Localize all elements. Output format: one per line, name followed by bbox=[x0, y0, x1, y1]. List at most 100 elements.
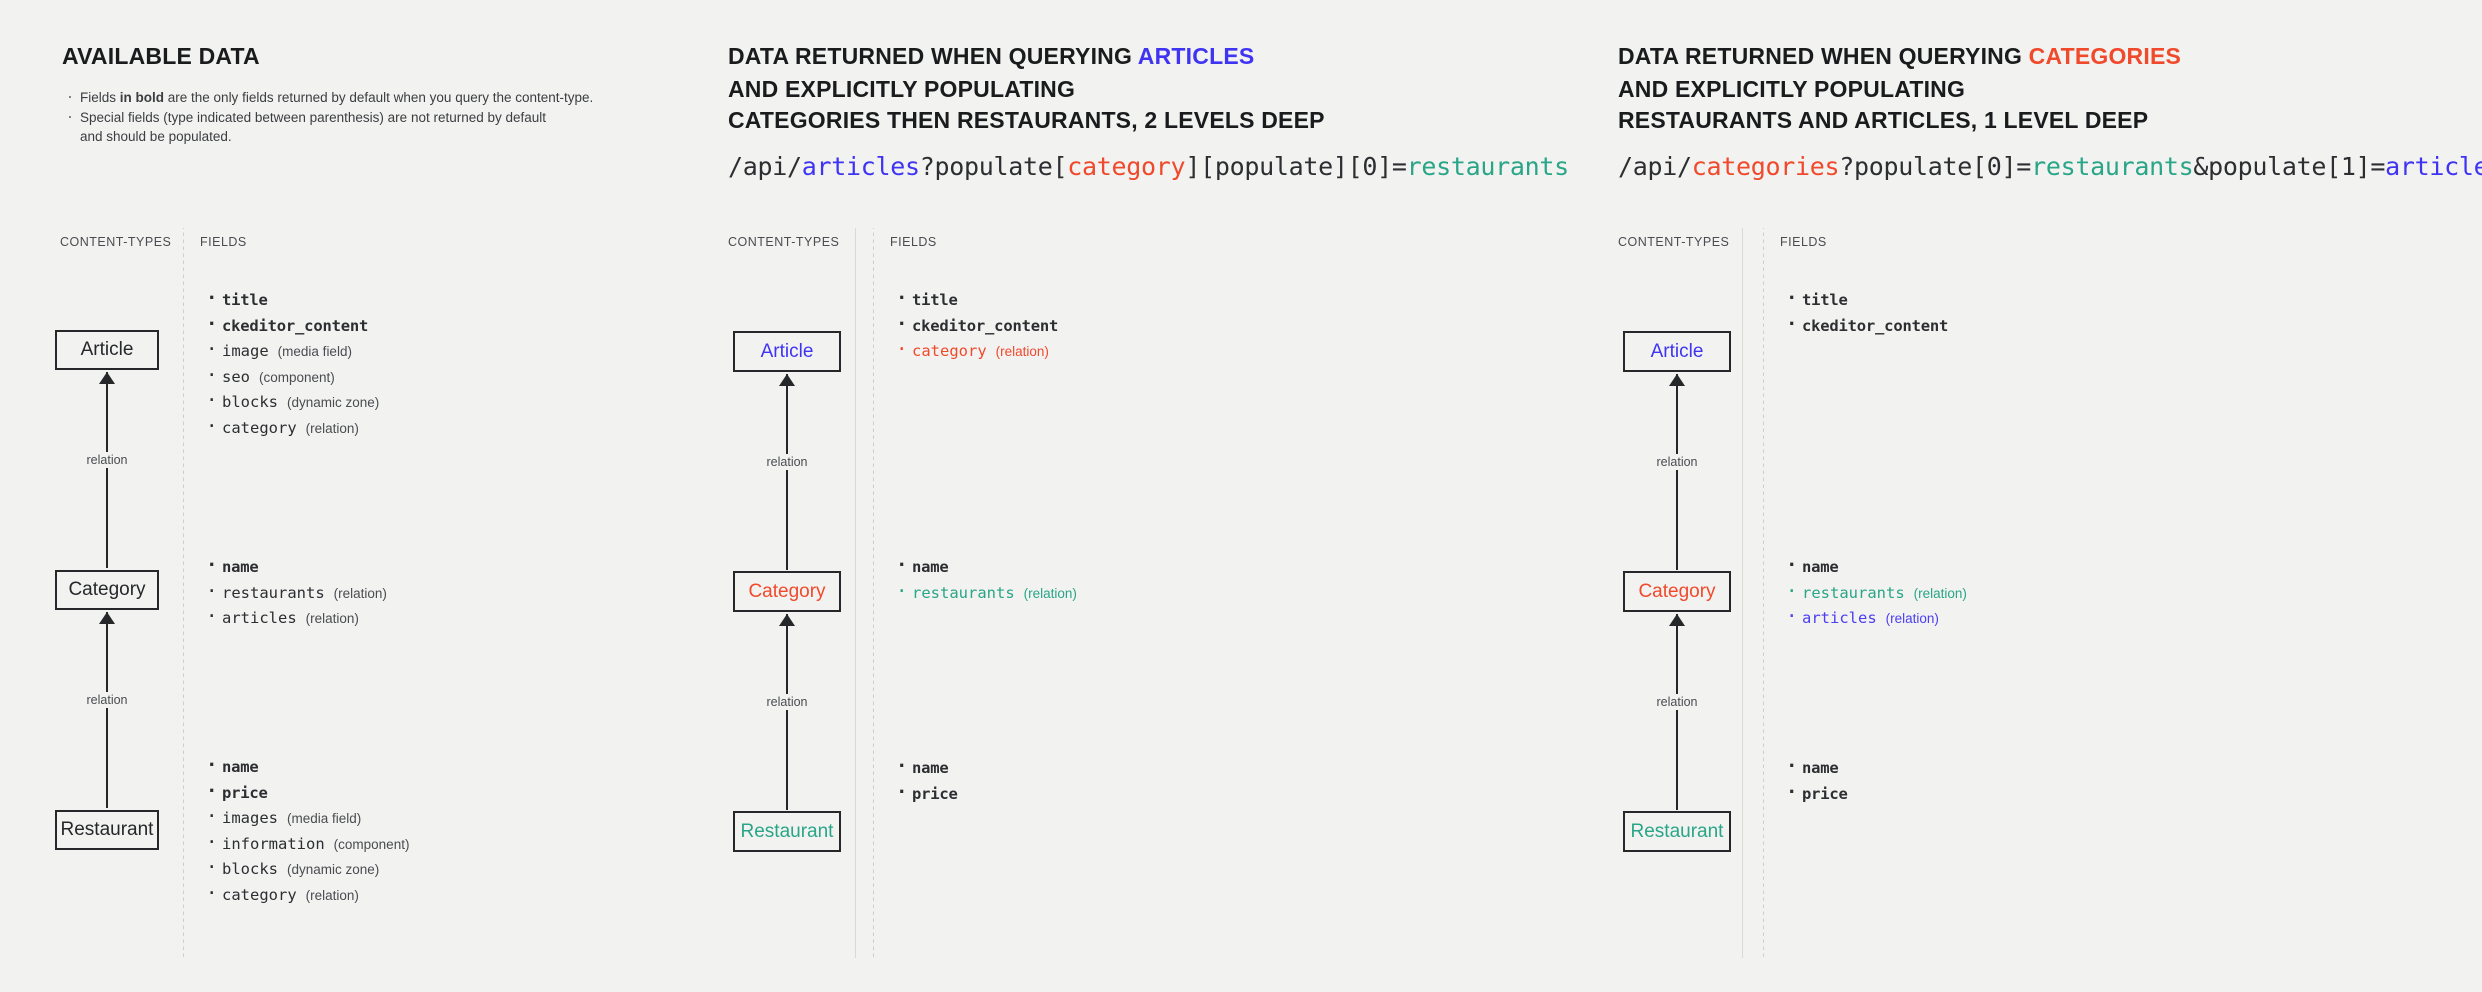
field-row: restaurants(relation) bbox=[896, 579, 1077, 607]
node-label: Article bbox=[1650, 340, 1704, 362]
field-type: (dynamic zone) bbox=[287, 395, 380, 410]
field-name: name bbox=[222, 558, 259, 576]
inner-divider bbox=[183, 228, 184, 958]
field-type: (component) bbox=[333, 836, 410, 852]
field-name: blocks bbox=[222, 860, 278, 878]
fields-article: titleckeditor_content category (relation) bbox=[896, 286, 1058, 365]
node-restaurant[interactable]: Restaurant bbox=[1623, 811, 1731, 852]
field-row: category (relation) bbox=[896, 337, 1058, 365]
field-name: ckeditor_content bbox=[222, 316, 369, 335]
field-type: (dynamic zone) bbox=[287, 862, 380, 877]
arrow-restaurant-to-category: relation bbox=[1652, 614, 1702, 810]
field-name: restaurants bbox=[912, 583, 1015, 602]
field-type: (relation) bbox=[995, 344, 1049, 359]
column-separator-1 bbox=[855, 228, 856, 958]
node-restaurant[interactable]: Restaurant bbox=[733, 811, 841, 852]
arrow-category-to-article: relation bbox=[762, 374, 812, 570]
field-name: articles bbox=[222, 609, 297, 627]
field-row: title bbox=[1786, 286, 1948, 314]
node-category[interactable]: Category bbox=[733, 571, 841, 612]
field-name: category bbox=[222, 418, 297, 437]
field-type: (relation) bbox=[1885, 611, 1939, 626]
api-path-articles: /api/articles?populate[category][populat… bbox=[728, 152, 1569, 181]
fields-restaurant: namepriceimages(media field)information(… bbox=[206, 753, 410, 908]
field-row: ckeditor_content bbox=[896, 312, 1058, 340]
arrow-label: relation bbox=[1652, 694, 1702, 710]
node-category[interactable]: Category bbox=[1623, 571, 1731, 612]
field-name: ckeditor_content bbox=[1802, 316, 1949, 335]
column-1-heading: AVAILABLE DATA bbox=[62, 43, 260, 69]
field-row: price bbox=[206, 779, 409, 807]
field-row: image(media field) bbox=[206, 337, 379, 365]
field-row: name bbox=[1786, 754, 1848, 782]
fields-article: title ckeditor_content image(media field)s… bbox=[206, 286, 380, 442]
field-name: restaurants bbox=[1802, 583, 1905, 602]
field-type: (relation) bbox=[305, 420, 359, 436]
column-available-data: AVAILABLE DATA Fields in bold are the on… bbox=[0, 0, 728, 992]
node-label: Article bbox=[760, 340, 814, 362]
field-type: (relation) bbox=[305, 887, 359, 903]
field-name: images bbox=[222, 809, 278, 827]
field-type: (relation) bbox=[1913, 585, 1967, 601]
arrow-label: relation bbox=[82, 452, 132, 468]
field-row: name bbox=[896, 754, 958, 782]
field-row: title bbox=[206, 286, 379, 314]
field-row: articles (relation) bbox=[206, 604, 387, 632]
node-label: Category bbox=[68, 579, 146, 600]
column-3-heading-line-2: AND EXPLICITLY POPULATING bbox=[1618, 76, 1966, 102]
field-name: name bbox=[1802, 759, 1839, 777]
node-label: Category bbox=[1638, 580, 1716, 602]
label-fields: FIELDS bbox=[1780, 235, 1827, 249]
field-type: (relation) bbox=[305, 611, 359, 626]
field-row: blocks (dynamic zone) bbox=[206, 855, 409, 883]
column-2-heading-line-3: CATEGORIES THEN RESTAURANTS, 2 LEVELS DE… bbox=[728, 107, 1325, 133]
field-row: name bbox=[896, 553, 1077, 581]
node-article[interactable]: Article bbox=[1623, 331, 1731, 372]
arrow-label: relation bbox=[1652, 454, 1702, 470]
arrow-category-to-article: relation bbox=[82, 372, 132, 568]
column-separator-2 bbox=[1742, 228, 1743, 958]
node-restaurant[interactable]: Restaurant bbox=[55, 810, 159, 850]
fields-category: namerestaurants(relation)articles(relati… bbox=[1786, 553, 1967, 632]
node-category[interactable]: Category bbox=[55, 570, 159, 610]
field-type: (component) bbox=[259, 369, 335, 385]
arrow-restaurant-to-category: relation bbox=[762, 614, 812, 810]
note-item: Fields in bold are the only fields retur… bbox=[67, 87, 593, 107]
node-label: Category bbox=[748, 580, 826, 602]
field-name: category bbox=[912, 342, 987, 360]
fields-category: namerestaurants(relation) bbox=[896, 553, 1077, 607]
field-name: title bbox=[222, 291, 268, 309]
field-row: restaurants (relation) bbox=[1786, 579, 1967, 607]
field-row: seo(component) bbox=[206, 363, 379, 391]
field-row: title bbox=[896, 286, 1058, 314]
column-3-heading-line-1: DATA RETURNED WHEN QUERYING CATEGORIES bbox=[1618, 43, 2182, 69]
node-article[interactable]: Article bbox=[733, 331, 841, 372]
arrow-label: relation bbox=[762, 454, 812, 470]
field-name: price bbox=[222, 783, 268, 802]
field-row: category (relation) bbox=[206, 414, 379, 442]
field-row: articles(relation) bbox=[1786, 604, 1967, 632]
field-row: images(media field) bbox=[206, 804, 409, 832]
node-article[interactable]: Article bbox=[55, 330, 159, 370]
column-querying-categories: DATA RETURNED WHEN QUERYING CATEGORIES A… bbox=[1618, 0, 2482, 992]
field-row: restaurants(relation) bbox=[206, 579, 387, 607]
label-content-types: CONTENT-TYPES bbox=[60, 235, 172, 249]
field-row: ckeditor_content bbox=[1786, 312, 1949, 340]
column-2-heading-line-2: AND EXPLICITLY POPULATING bbox=[728, 76, 1076, 102]
label-fields: FIELDS bbox=[200, 235, 247, 249]
node-label: Restaurant bbox=[740, 820, 834, 842]
field-name: name bbox=[1802, 558, 1839, 576]
field-name: blocks bbox=[222, 393, 278, 411]
field-name: information bbox=[222, 834, 325, 853]
label-content-types: CONTENT-TYPES bbox=[1618, 235, 1730, 249]
fields-article: title ckeditor_content bbox=[1786, 286, 1949, 340]
inner-divider bbox=[1763, 228, 1764, 958]
field-row: ckeditor_content bbox=[206, 312, 379, 340]
api-path-categories: /api/categories?populate[0]=restaurants&… bbox=[1618, 152, 2482, 181]
field-row: price bbox=[896, 780, 958, 808]
node-label: Article bbox=[80, 339, 134, 360]
field-row: name bbox=[206, 553, 387, 581]
field-row: price bbox=[1786, 780, 1848, 808]
field-type: (relation) bbox=[333, 585, 387, 601]
